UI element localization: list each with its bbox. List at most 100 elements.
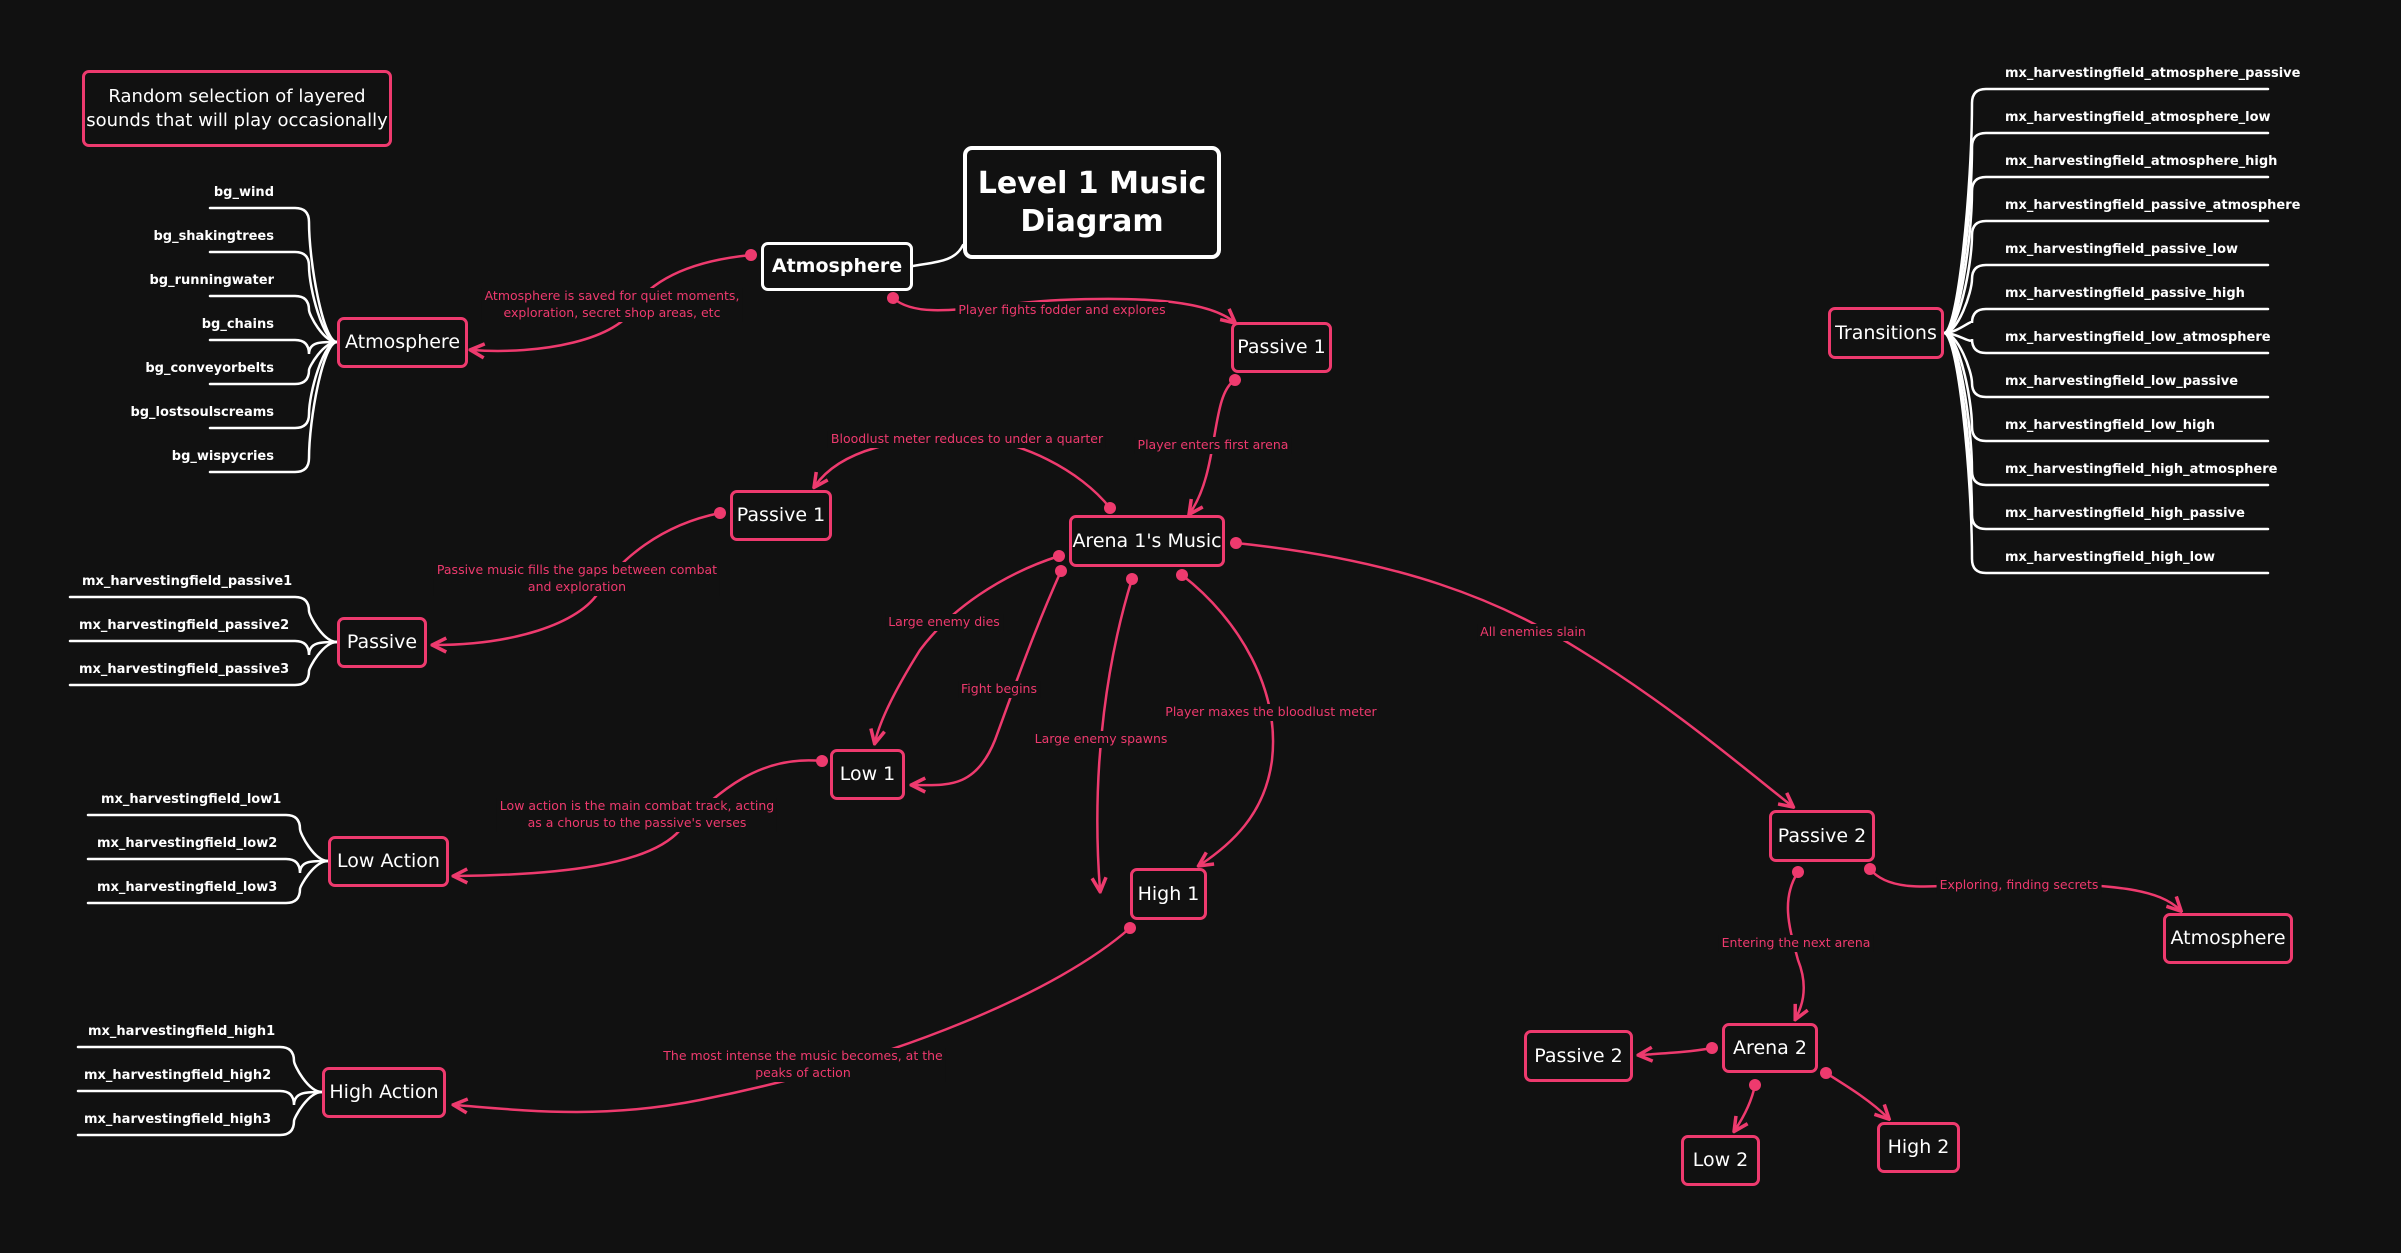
edge-arrow xyxy=(815,436,1112,510)
tree-connector xyxy=(1942,219,2270,335)
leaf-transition: mx_harvestingfield_passive_atmosphere xyxy=(2005,198,2301,213)
connector-dot xyxy=(1104,502,1116,514)
edge-arrow xyxy=(1786,870,1804,1018)
node-arena2[interactable]: Arena 2 xyxy=(1722,1023,1818,1073)
leaf-transition: mx_harvestingfield_atmosphere_low xyxy=(2005,110,2271,125)
edge-label: The most intense the music becomes, at t… xyxy=(660,1048,946,1082)
edge-arrow xyxy=(891,296,1234,322)
edge-arrow xyxy=(1234,541,1792,806)
edge-label: Large enemy dies xyxy=(885,614,1003,631)
node-low1[interactable]: Low 1 xyxy=(830,749,905,800)
tree-connector xyxy=(68,595,339,644)
tree-connector xyxy=(208,206,339,344)
edge-label: Atmosphere is saved for quiet moments, e… xyxy=(481,288,743,322)
tree-connector xyxy=(208,340,339,474)
tree-connector xyxy=(68,639,339,656)
leaf-transition: mx_harvestingfield_low_passive xyxy=(2005,374,2239,389)
edge-label: Player maxes the bloodlust meter xyxy=(1162,704,1380,721)
tree-connector xyxy=(68,640,339,687)
leaf-transition: mx_harvestingfield_passive_high xyxy=(2005,286,2245,301)
edge-arrow xyxy=(875,554,1061,742)
edge-label: Entering the next arena xyxy=(1718,935,1874,952)
leaf-high: mx_harvestingfield_high1 xyxy=(88,1024,276,1039)
leaf-passive: mx_harvestingfield_passive3 xyxy=(79,662,290,677)
node-transitions[interactable]: Transitions xyxy=(1828,307,1944,359)
tree-connector xyxy=(208,294,339,344)
tree-connector xyxy=(1942,331,2270,355)
tree-connector xyxy=(1942,331,2270,575)
leaf-transition: mx_harvestingfield_atmosphere_passive xyxy=(2005,66,2301,81)
leaf-transition: mx_harvestingfield_passive_low xyxy=(2005,242,2239,257)
connector-dot xyxy=(1864,863,1876,875)
connector-dot xyxy=(1053,550,1065,562)
node-passive2-left[interactable]: Passive 2 xyxy=(1524,1030,1633,1082)
node-atmosphere-group[interactable]: Atmosphere xyxy=(337,317,468,368)
tree-connector xyxy=(1942,331,2270,399)
node-passive2[interactable]: Passive 2 xyxy=(1769,810,1875,862)
leaf-low: mx_harvestingfield_low3 xyxy=(97,880,278,895)
connector-dot xyxy=(1176,569,1188,581)
node-arena1-music[interactable]: Arena 1's Music xyxy=(1069,515,1225,567)
connector-dot xyxy=(1126,573,1138,585)
leaf-transition: mx_harvestingfield_low_atmosphere xyxy=(2005,330,2271,345)
tree-connector xyxy=(208,340,339,386)
edge-arrow xyxy=(1190,378,1237,513)
node-low-action[interactable]: Low Action xyxy=(328,836,449,887)
tree-connector xyxy=(86,859,330,905)
diagram-title: Level 1 Music Diagram xyxy=(963,146,1221,259)
edge-arrow xyxy=(1824,1071,1888,1118)
leaf-transition: mx_harvestingfield_atmosphere_high xyxy=(2005,154,2278,169)
edge-label: Player fights fodder and explores xyxy=(955,302,1169,319)
leaf-transition: mx_harvestingfield_high_atmosphere xyxy=(2005,462,2278,477)
tree-connector xyxy=(208,340,339,430)
node-atmosphere-root[interactable]: Atmosphere xyxy=(761,242,913,291)
leaf-passive: mx_harvestingfield_passive1 xyxy=(82,574,293,589)
tree-connector xyxy=(76,1090,324,1137)
edge-arrow xyxy=(1735,1083,1757,1130)
node-high2[interactable]: High 2 xyxy=(1877,1122,1960,1173)
tree-connector xyxy=(86,813,330,863)
connector-dot xyxy=(816,755,828,767)
node-high-action[interactable]: High Action xyxy=(322,1067,446,1118)
tree-connector xyxy=(1942,175,2270,335)
connector-dot xyxy=(714,507,726,519)
node-passive1-top[interactable]: Passive 1 xyxy=(1231,322,1332,373)
edge-label: Fight begins xyxy=(958,681,1040,698)
leaf-high: mx_harvestingfield_high2 xyxy=(84,1068,272,1083)
edge-arrow xyxy=(455,926,1132,1112)
leaf-transition: mx_harvestingfield_high_passive xyxy=(2005,506,2245,521)
tree-connector xyxy=(86,857,330,874)
edge-label: Exploring, finding secrets xyxy=(1936,877,2102,894)
edge-label: Player enters first arena xyxy=(1134,437,1292,454)
tree-connector xyxy=(76,1045,324,1094)
leaf-passive: mx_harvestingfield_passive2 xyxy=(79,618,290,633)
connector-dot xyxy=(1124,922,1136,934)
node-high1[interactable]: High 1 xyxy=(1130,868,1207,920)
edge-arrow xyxy=(1180,573,1275,865)
node-atmosphere-right[interactable]: Atmosphere xyxy=(2163,913,2293,964)
leaf-low: mx_harvestingfield_low2 xyxy=(97,836,278,851)
node-passive1-mid[interactable]: Passive 1 xyxy=(730,490,832,541)
connector-dot xyxy=(887,292,899,304)
node-low2[interactable]: Low 2 xyxy=(1681,1135,1760,1186)
connector-dot xyxy=(1706,1042,1718,1054)
tree-connector xyxy=(1942,263,2270,335)
leaf-transition: mx_harvestingfield_low_high xyxy=(2005,418,2216,433)
connector-dot xyxy=(1230,537,1242,549)
node-passive-group[interactable]: Passive xyxy=(337,617,427,668)
edge-label: Large enemy spawns xyxy=(1031,731,1171,748)
edge-label: Low action is the main combat track, act… xyxy=(496,798,778,832)
leaf-high: mx_harvestingfield_high3 xyxy=(84,1112,272,1127)
leaf-low: mx_harvestingfield_low1 xyxy=(101,792,282,807)
leaf-atmosphere: bg_shakingtrees xyxy=(153,229,274,244)
connector-dot xyxy=(1229,374,1241,386)
edge-label: All enemies slain xyxy=(1477,624,1589,641)
leaf-atmosphere: bg_conveyorbelts xyxy=(145,361,274,376)
leaf-atmosphere: bg_runningwater xyxy=(149,273,274,288)
leaf-transition: mx_harvestingfield_high_low xyxy=(2005,550,2216,565)
title-connector xyxy=(911,243,965,268)
edge-arrow xyxy=(913,569,1063,785)
tree-connector xyxy=(1942,131,2270,335)
connector-dot xyxy=(1749,1079,1761,1091)
